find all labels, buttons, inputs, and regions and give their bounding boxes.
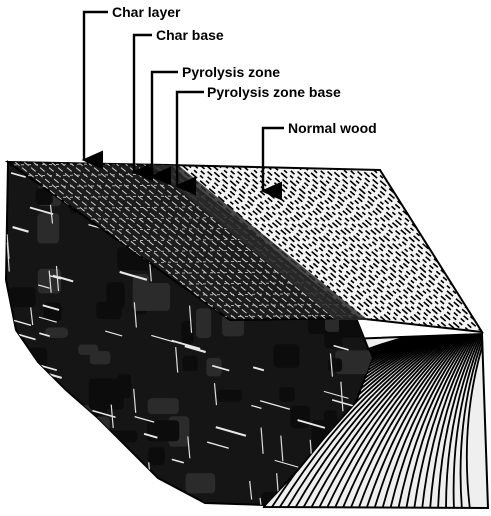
char-layer-arrow bbox=[84, 12, 108, 160]
char-base-arrow bbox=[134, 35, 152, 172]
normal-wood-label: Normal wood bbox=[288, 120, 377, 136]
char-layer-label: Char layer bbox=[112, 4, 181, 20]
pyrolysis-zone-label: Pyrolysis zone bbox=[182, 64, 280, 80]
char-base-label: Char base bbox=[156, 27, 224, 43]
pyrolysis-zone-base-label: Pyrolysis zone base bbox=[207, 84, 341, 100]
pyrolysis-zone-arrow bbox=[152, 72, 178, 176]
